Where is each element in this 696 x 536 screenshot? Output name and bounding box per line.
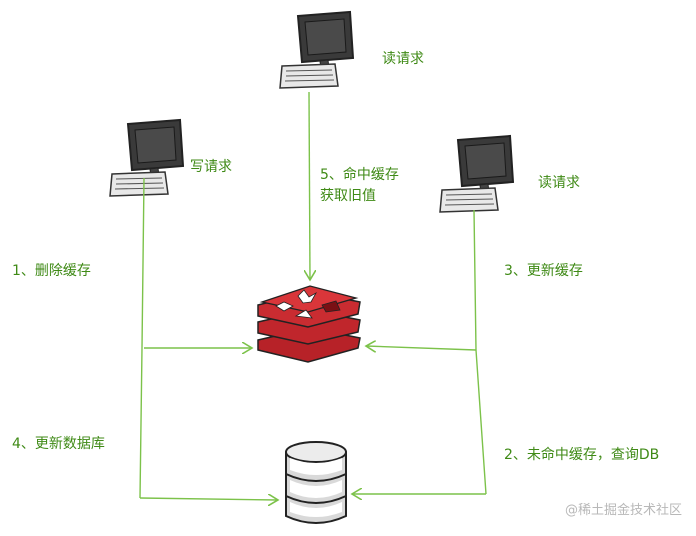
computer-icon — [279, 10, 355, 89]
cache-server-icon — [257, 285, 361, 363]
computer-icon — [109, 118, 185, 197]
writer-line — [139, 177, 145, 499]
read-request-label-right: 读请求 — [538, 175, 580, 191]
update-cache-arrow — [366, 346, 477, 350]
step5-label-line1: 5、命中缓存 — [320, 167, 399, 183]
step4-label: 4、更新数据库 — [12, 436, 105, 452]
update-db-arrow — [139, 498, 278, 500]
step3-label: 3、更新缓存 — [504, 263, 583, 279]
step2-label: 2、未命中缓存，查询DB — [504, 447, 660, 463]
database-icon — [285, 441, 347, 524]
watermark: @稀土掘金技术社区 — [564, 503, 682, 518]
computer-icon — [439, 134, 515, 213]
write-request-label: 写请求 — [190, 159, 232, 175]
step1-label: 1、删除缓存 — [12, 263, 91, 279]
reader-line — [473, 209, 487, 495]
step5-label-line2: 获取旧值 — [320, 188, 376, 204]
read-request-label-top: 读请求 — [382, 51, 424, 67]
read-to-cache-arrow — [309, 91, 310, 280]
